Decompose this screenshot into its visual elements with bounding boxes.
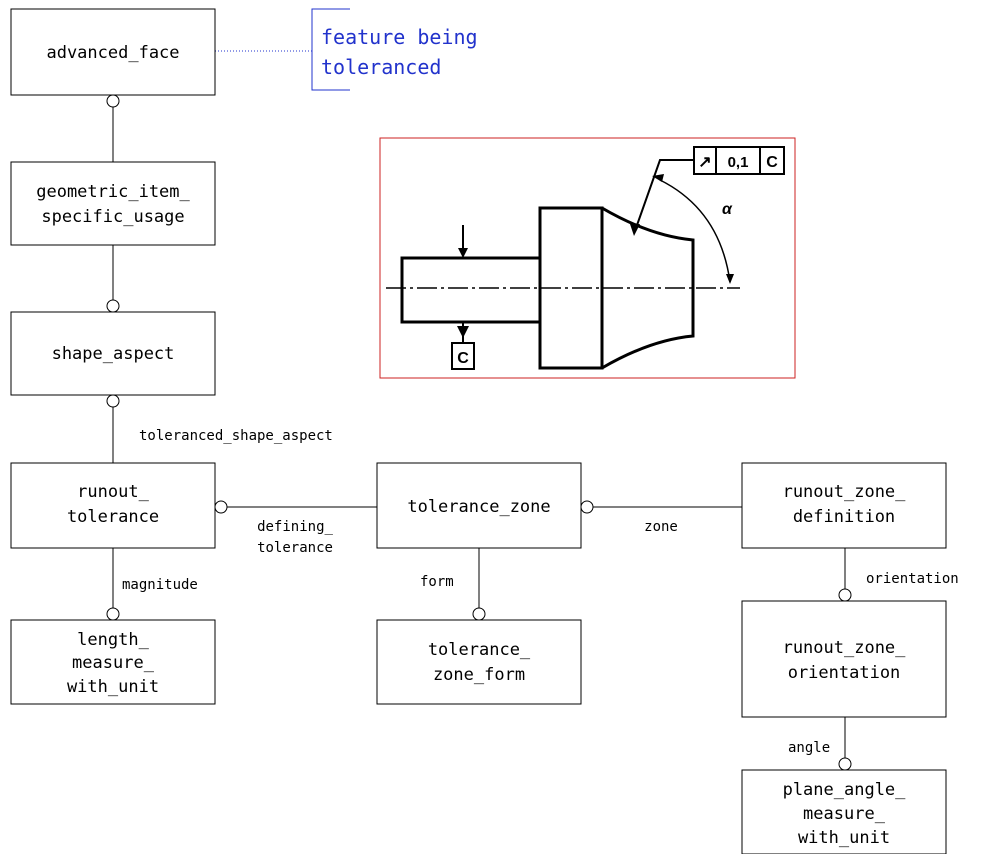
- box-length-measure-label-2: measure_: [72, 653, 155, 673]
- frame-datum: C: [766, 154, 778, 171]
- box-advanced-face: advanced_face: [10, 8, 216, 96]
- box-tolerance-zone-label: tolerance_zone: [407, 497, 550, 517]
- box-tolerance-zone-form-label-1: tolerance_: [428, 640, 531, 660]
- box-geometric-item-specific-usage: geometric_item_ specific_usage: [10, 161, 216, 246]
- note-annotation: feature being toleranced: [311, 8, 478, 91]
- box-shape-aspect-label: shape_aspect: [52, 344, 175, 364]
- box-plane-angle-measure-label-3: with_unit: [798, 828, 890, 848]
- angle-label: α: [722, 201, 733, 218]
- box-runout-zone-definition: runout_zone_ definition: [741, 462, 947, 549]
- box-runout-zone-orientation: runout_zone_ orientation: [741, 600, 947, 718]
- runout-tolerance-drawing: C ↗ 0,1 C α: [379, 137, 796, 379]
- box-runout-zone-definition-label-1: runout_zone_: [783, 482, 907, 502]
- box-length-measure-label-3: with_unit: [67, 677, 159, 697]
- box-tolerance-zone-form-label-2: zone_form: [433, 665, 525, 685]
- relation-zone: zone: [644, 519, 678, 535]
- relation-defining-label-2: tolerance: [257, 540, 333, 556]
- box-runout-zone-orientation-label-1: runout_zone_: [783, 638, 907, 658]
- box-runout-tolerance: runout_ tolerance: [10, 462, 216, 549]
- box-advanced-face-label: advanced_face: [46, 43, 179, 63]
- box-gisu-label-1: geometric_item_: [36, 182, 190, 202]
- relation-angle: angle: [788, 740, 830, 756]
- box-plane-angle-measure-label-1: plane_angle_: [783, 780, 907, 800]
- box-length-measure-label-1: length_: [77, 630, 149, 650]
- box-runout-zone-orientation-label-2: orientation: [788, 663, 901, 683]
- box-gisu-label-2: specific_usage: [41, 207, 184, 227]
- relationship-circles: [106, 94, 852, 771]
- box-length-measure-with-unit: length_ measure_ with_unit: [10, 619, 216, 705]
- box-tolerance-zone: tolerance_zone: [376, 462, 582, 549]
- relation-orientation: orientation: [866, 571, 959, 587]
- box-runout-tolerance-label-1: runout_: [77, 482, 149, 502]
- box-tolerance-zone-form: tolerance_ zone_form: [376, 619, 582, 705]
- box-runout-zone-definition-label-2: definition: [793, 507, 895, 527]
- relation-magnitude: magnitude: [122, 577, 198, 593]
- relation-form: form: [420, 574, 454, 590]
- datum-label: C: [457, 350, 469, 367]
- relation-defining-label-1: defining_: [257, 519, 333, 535]
- frame-value: 0,1: [728, 154, 749, 171]
- runout-symbol: ↗: [698, 154, 711, 171]
- box-plane-angle-measure-label-2: measure_: [803, 804, 886, 824]
- box-runout-tolerance-label-2: tolerance: [67, 507, 159, 527]
- box-plane-angle-measure-with-unit: plane_angle_ measure_ with_unit: [741, 769, 947, 854]
- relation-toleranced-shape-aspect: toleranced_shape_aspect: [139, 428, 333, 444]
- note-line-2: toleranced: [321, 55, 441, 79]
- note-line-1: feature being: [321, 25, 478, 49]
- box-shape-aspect: shape_aspect: [10, 311, 216, 396]
